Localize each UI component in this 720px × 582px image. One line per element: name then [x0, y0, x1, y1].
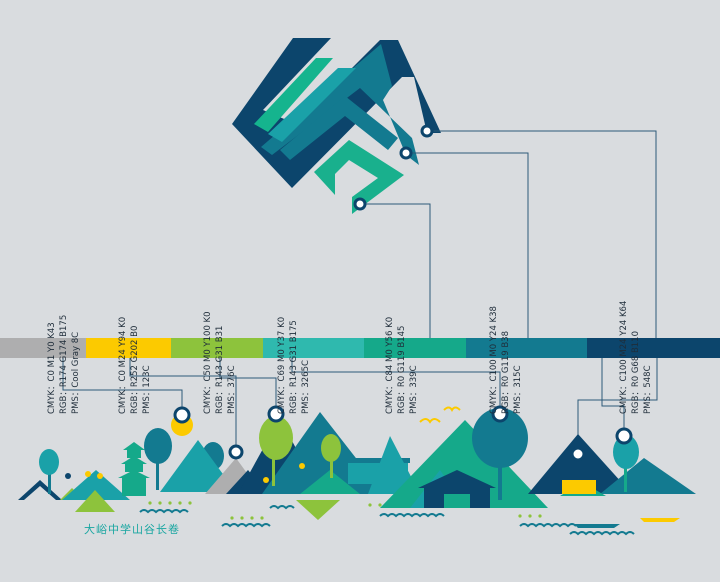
color-swatch — [263, 338, 364, 358]
bird — [443, 406, 461, 412]
tree-trunk — [48, 468, 51, 494]
tree — [472, 408, 528, 468]
color-swatch — [587, 338, 720, 358]
mountain — [528, 434, 632, 494]
color-swatch — [0, 338, 86, 358]
color-bar — [0, 338, 720, 358]
scene-markers — [173, 405, 633, 462]
ground-dots — [148, 501, 542, 520]
logo-connectors — [360, 130, 657, 338]
color-swatch — [364, 338, 466, 358]
logo-teal-stripe — [268, 68, 356, 142]
logo-middle-band — [261, 44, 419, 165]
pagoda — [118, 442, 150, 496]
tree-trunk — [330, 450, 333, 478]
mountain — [24, 486, 56, 500]
connector-dot — [420, 124, 434, 138]
color-swatch — [86, 338, 171, 358]
building — [562, 480, 596, 494]
connector-line — [406, 152, 529, 338]
connector-line — [427, 130, 657, 338]
tree — [321, 434, 341, 462]
mountain — [368, 436, 420, 494]
mountain — [75, 490, 115, 512]
color-swatch — [171, 338, 263, 358]
tree — [259, 416, 293, 460]
tree — [144, 428, 172, 464]
mountain — [296, 500, 340, 520]
mountain — [62, 470, 130, 500]
logo-house-shape — [314, 140, 404, 214]
connector-line — [360, 203, 431, 338]
water-waves — [139, 505, 635, 536]
tree-trunk — [498, 440, 502, 500]
bird — [419, 418, 441, 424]
figure — [263, 477, 269, 483]
boat — [574, 524, 620, 528]
connector-line — [577, 358, 658, 450]
connector-line — [291, 358, 501, 410]
connector-dot — [353, 197, 367, 211]
marker-dot — [615, 427, 633, 445]
tree-trunk — [624, 452, 627, 492]
tree — [613, 435, 639, 469]
scroll-caption: 大峪中学山谷长卷 — [84, 523, 180, 536]
marker-dot — [267, 405, 285, 423]
marker-dot — [173, 406, 191, 424]
logo-mark — [232, 38, 441, 214]
connector-line — [62, 358, 183, 410]
figure — [97, 473, 103, 479]
logo-inner-band — [280, 96, 398, 160]
tree — [39, 449, 59, 475]
landscape-scene — [18, 406, 696, 536]
mountain — [160, 440, 236, 492]
mountain — [380, 420, 548, 508]
boat — [640, 518, 680, 522]
pavilion — [418, 470, 496, 508]
connector-line — [219, 358, 277, 410]
connector-line — [129, 358, 237, 448]
mountain — [300, 470, 360, 494]
figure — [299, 463, 305, 469]
color-swatch — [466, 338, 587, 358]
tree-trunk — [156, 448, 159, 490]
figure — [65, 473, 71, 479]
marker-dot — [570, 446, 586, 462]
connector-line — [601, 358, 625, 432]
marker-dot — [491, 405, 509, 423]
city-wall-top — [346, 458, 410, 463]
scene-connectors — [62, 358, 658, 450]
connector-dot — [399, 146, 413, 160]
figure — [85, 471, 91, 477]
marker-dot — [228, 444, 244, 460]
logo-green-stripe — [254, 58, 333, 132]
